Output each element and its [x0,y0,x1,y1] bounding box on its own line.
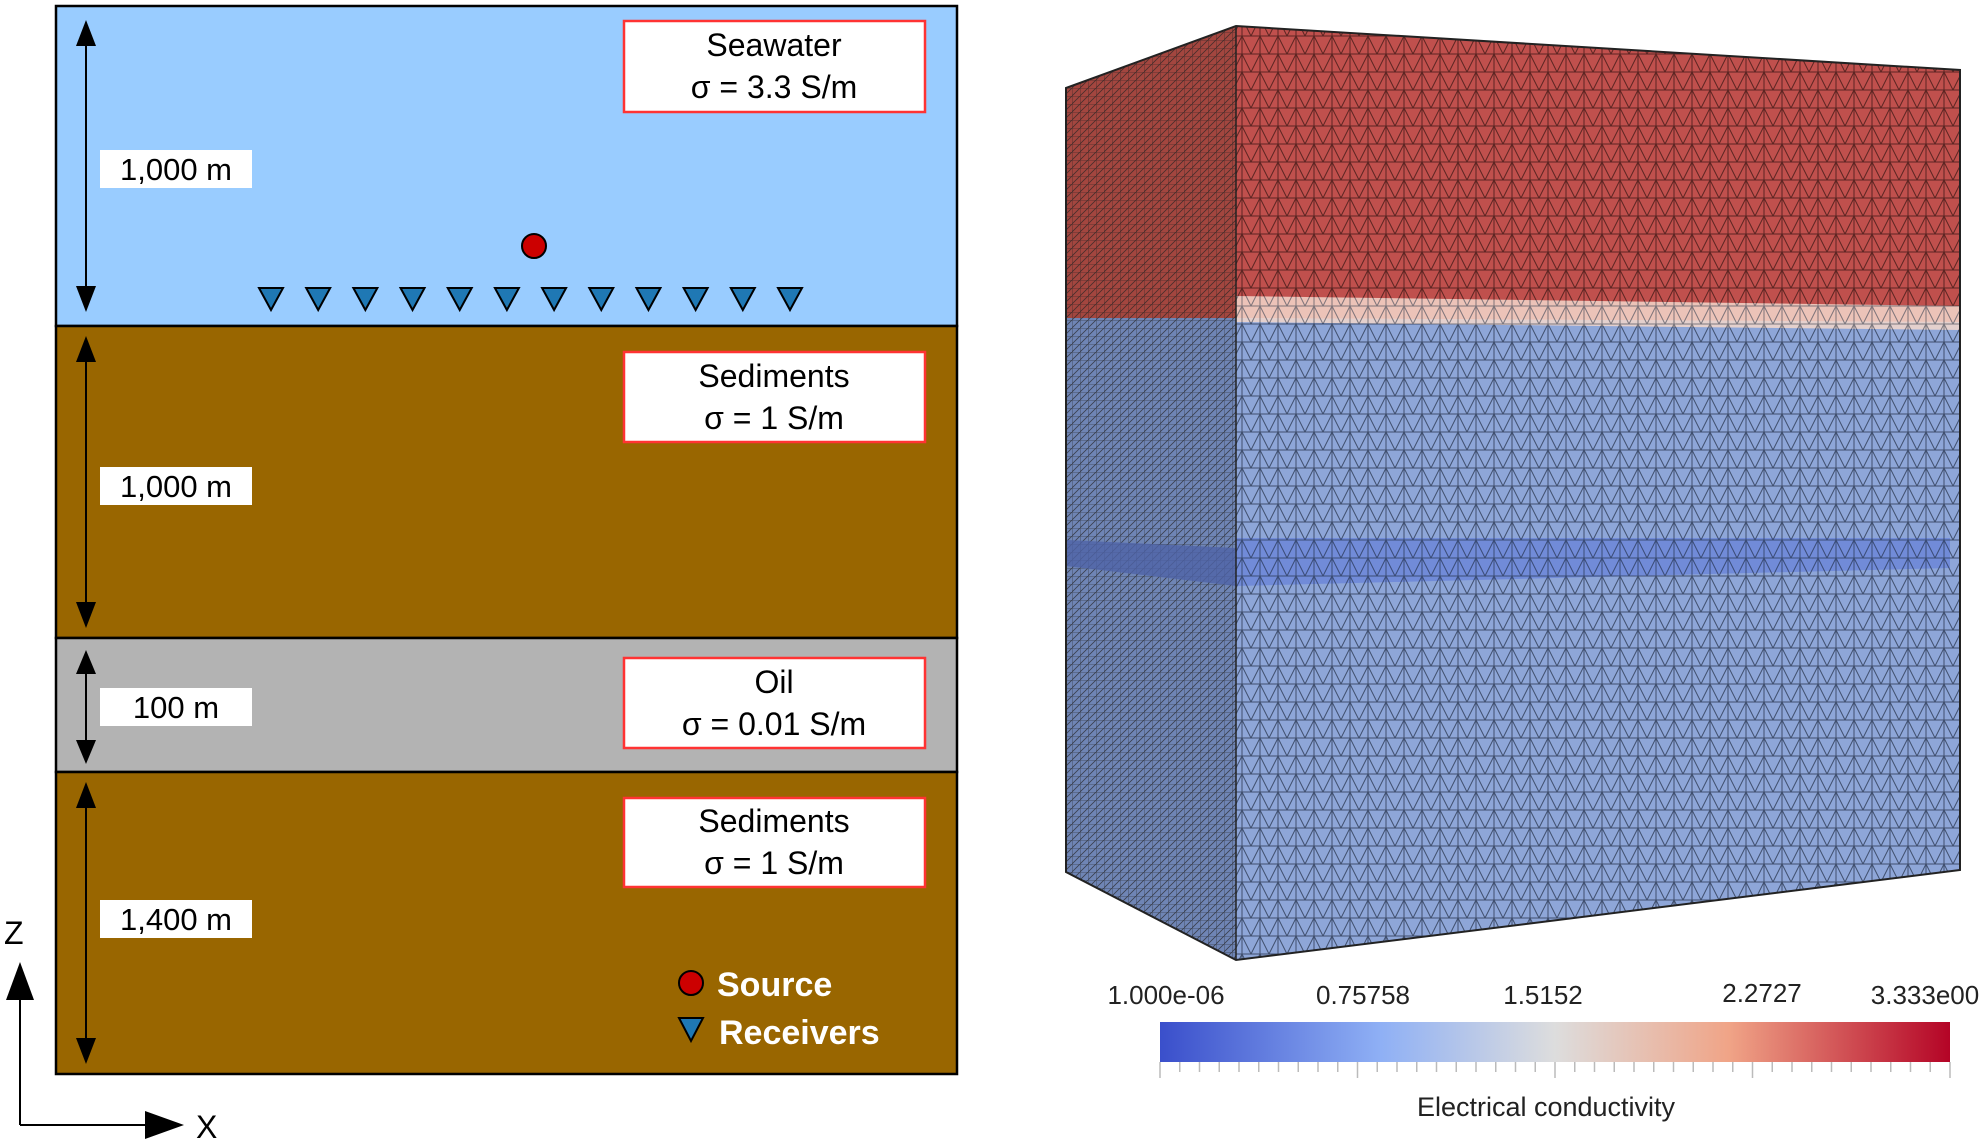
receiver-marker [398,287,427,313]
colorbar-title: Electrical conductivity [1417,1092,1676,1122]
legend-receivers-marker [677,1017,705,1044]
colorbar-tick-4: 3.333e00 [1871,980,1979,1010]
property-box-sediments-2: Sediments σ = 1 S/m [622,796,927,889]
thickness-label-oil: 100 m [100,688,252,726]
svg-text:σ = 3.3 S/m: σ = 3.3 S/m [691,69,857,105]
svg-text:Sediments: Sediments [698,358,849,394]
legend-source-label: Source [717,966,832,1004]
thickness-arrow-seawater [76,20,96,312]
colorbar-tick-3: 2.2727 [1722,978,1802,1008]
thickness-arrow-oil [76,650,96,764]
receiver-marker [446,287,474,313]
thickness-label-seawater: 1,000 m [100,150,252,188]
mesh-3d-render [1065,24,1961,962]
receiver-array [257,287,804,313]
svg-text:σ = 0.01 S/m: σ = 0.01 S/m [682,706,866,742]
receiver-marker [351,287,380,313]
receiver-marker [681,287,710,313]
x-axis-label: X [196,1109,217,1143]
layer-model-panel: 1,000 m 1,000 m 100 m 1,400 m Seawater σ… [54,4,959,1076]
receiver-marker [729,287,757,313]
legend-source-marker [678,970,704,996]
thickness-arrow-sediments-1 [76,336,96,628]
colorbar-tick-1: 0.75758 [1316,980,1410,1010]
legend: Source Receivers [677,966,880,1052]
svg-text:σ = 1 S/m: σ = 1 S/m [704,400,844,436]
svg-text:Seawater: Seawater [706,27,842,63]
colorbar-minor-ticks [1159,1062,1951,1078]
svg-text:1,000 m: 1,000 m [120,152,232,187]
receiver-marker [493,287,521,313]
receiver-marker [304,287,332,313]
colorbar-gradient [1160,1022,1950,1062]
thickness-arrow-sediments-2 [76,782,96,1064]
svg-text:σ = 1 S/m: σ = 1 S/m [704,845,844,881]
axis-indicator: Z X [4,915,217,1145]
svg-text:Sediments: Sediments [698,803,849,839]
receiver-marker [257,287,285,313]
property-box-seawater: Seawater σ = 3.3 S/m [622,19,927,114]
property-box-sediments-1: Sediments σ = 1 S/m [622,350,927,444]
receiver-marker [540,287,568,313]
legend-receivers-label: Receivers [719,1014,880,1052]
svg-text:Oil: Oil [754,664,793,700]
svg-text:1,400 m: 1,400 m [120,902,232,937]
colorbar-tick-2: 1.5152 [1503,980,1583,1010]
receiver-marker [634,287,663,313]
colorbar: 1.000e-06 0.75758 1.5152 2.2727 3.333e00… [1107,978,1979,1122]
receiver-marker [776,287,804,313]
thickness-label-sediments-2: 1,400 m [100,900,252,938]
source-marker [521,233,547,259]
receiver-marker [587,287,615,313]
colorbar-tick-0: 1.000e-06 [1107,980,1224,1010]
property-box-oil: Oil σ = 0.01 S/m [622,656,927,750]
svg-text:1,000 m: 1,000 m [120,469,232,504]
svg-text:100 m: 100 m [133,690,219,725]
z-axis-label: Z [4,915,24,951]
thickness-label-sediments-1: 1,000 m [100,467,252,505]
